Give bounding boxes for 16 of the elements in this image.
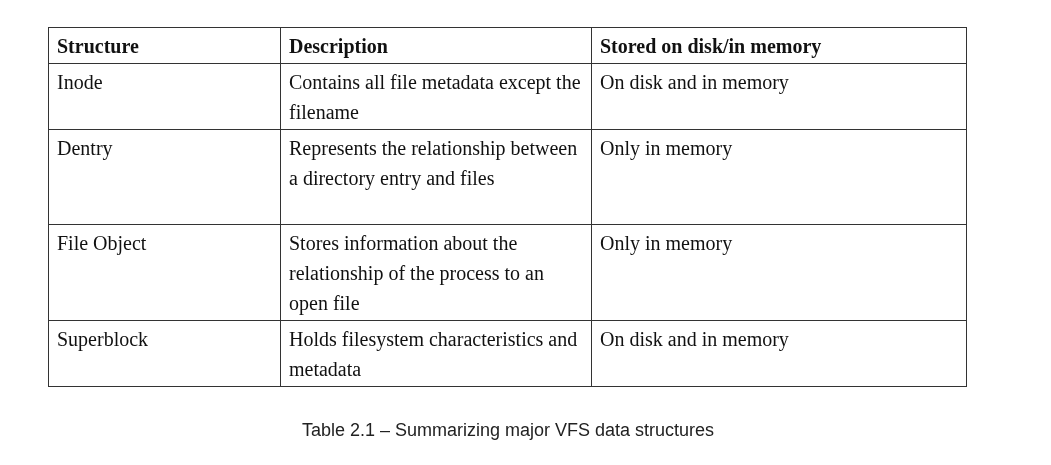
header-cell: Structure [48,27,281,64]
header-cell: Stored on disk/in memory [591,27,967,64]
header-cell: Description [280,27,592,64]
table-cell: Contains all file metadata except the filename [280,63,592,130]
table-cell: Holds filesystem characteristics and metadata [280,320,592,387]
table-cell: Only in memory [591,224,967,321]
table-caption: Table 2.1 – Summarizing major VFS data structures [300,420,716,441]
table-cell: Dentry [48,129,281,225]
table-cell: Inode [48,63,281,130]
table-cell: Stores information about the relationship of the process to an open file [280,224,592,321]
table-cell: On disk and in memory [591,63,967,130]
table-cell: Superblock [48,320,281,387]
table-cell: On disk and in memory [591,320,967,387]
table-cell: Only in memory [591,129,967,225]
table-cell: Represents the relationship between a directory entry and files [280,129,592,225]
table-cell: File Object [48,224,281,321]
